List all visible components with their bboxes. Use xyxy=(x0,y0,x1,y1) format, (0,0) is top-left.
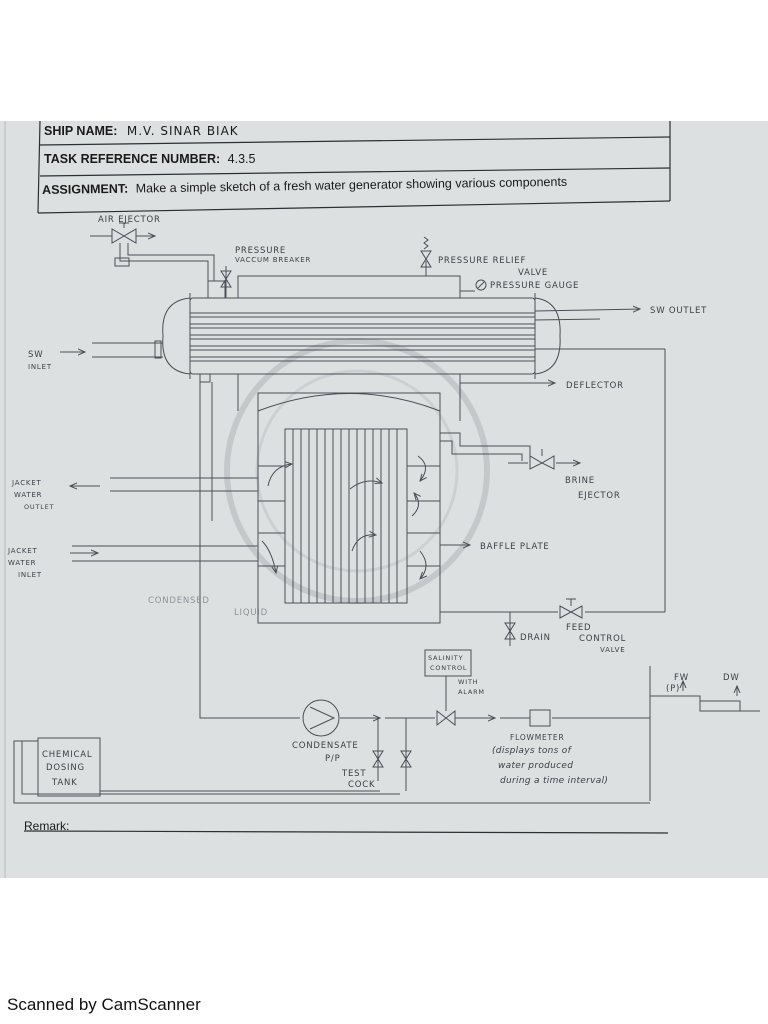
flow-arrows xyxy=(261,455,426,579)
label-dosing: DOSING xyxy=(46,763,85,773)
label-drain: DRAIN xyxy=(520,633,551,643)
label-sw-outlet: SW OUTLET xyxy=(650,306,707,316)
sw-outlet-pipe xyxy=(534,309,640,321)
condensate-outlet xyxy=(199,373,211,383)
label-jacket-2: JACKET xyxy=(7,547,38,555)
pressure-gauge xyxy=(475,279,487,291)
label-pressure-relief: PRESSURE RELIEF xyxy=(438,256,526,266)
flowmeter xyxy=(529,709,551,727)
salinity-control-box xyxy=(424,649,472,677)
label-fw: FW xyxy=(674,673,689,683)
label-vaccum-breaker: VACCUM BREAKER xyxy=(235,256,311,264)
label-baffle-plate: BAFFLE PLATE xyxy=(480,542,550,552)
label-chemical: CHEMICAL xyxy=(42,750,92,760)
label-air-ejector: AIR EJECTOR xyxy=(98,215,161,225)
label-fw-p: (P) xyxy=(666,684,680,694)
label-deflector: DEFLECTOR xyxy=(566,381,624,391)
label-flow-note-3: during a time interval) xyxy=(500,776,608,786)
top-manifold xyxy=(237,275,461,298)
label-pressure-gauge: PRESSURE GAUGE xyxy=(490,281,579,291)
ship-name-row: SHIP NAME: M.V. SINAR BIAK xyxy=(44,124,239,138)
remark-label: Remark: xyxy=(24,819,70,833)
vacuum-breaker-valve xyxy=(220,266,232,298)
scanner-watermark: Scanned by CamScanner xyxy=(7,995,201,1014)
label-salinity: SALINITY xyxy=(428,654,463,662)
label-feed: FEED xyxy=(566,623,591,633)
baffle-plates xyxy=(258,465,440,567)
label-inlet: INLET xyxy=(28,363,52,371)
label-tank: TANK xyxy=(51,778,77,788)
label-feed-valve: VALVE xyxy=(600,646,625,654)
label-valve: VALVE xyxy=(518,268,548,278)
air-ejector xyxy=(90,222,215,281)
dosing-line xyxy=(13,740,650,804)
label-alarm: ALARM xyxy=(458,688,485,696)
fresh-water-generator-sketch: AIR EJECTOR PRESSURE VACCUM BREAKER PRES… xyxy=(4,121,760,878)
task-reference-row: TASK REFERENCE NUMBER: 4.3.5 xyxy=(44,152,255,166)
jacket-water-inlet-pipe xyxy=(70,545,258,562)
drain-valve xyxy=(504,612,516,646)
label-condensate: CONDENSATE xyxy=(292,741,359,751)
condensate-pump xyxy=(302,699,340,737)
label-ejector: EJECTOR xyxy=(578,491,621,501)
condensate-line xyxy=(199,382,650,718)
label-salinity-control: CONTROL xyxy=(430,664,467,672)
task-reference-label: TASK REFERENCE NUMBER: xyxy=(44,152,221,166)
label-brine: BRINE xyxy=(565,476,595,486)
label-flow-note-1: (displays tons of xyxy=(492,746,573,756)
label-jacket-1: JACKET xyxy=(11,479,42,487)
salinity-solenoid-valve xyxy=(436,676,456,727)
condenser-tubes xyxy=(190,312,535,362)
label-dw: DW xyxy=(723,673,740,683)
jacket-water-outlet-pipe xyxy=(70,477,258,492)
label-control: CONTROL xyxy=(579,634,626,644)
evaporator-vessel xyxy=(257,392,441,624)
test-cock xyxy=(372,718,384,781)
air-outlet-nozzle xyxy=(207,280,226,298)
label-pressure: PRESSURE xyxy=(235,246,286,256)
brine-ejector xyxy=(440,432,580,470)
vessel-neck xyxy=(237,374,461,421)
ship-name-value: M.V. SINAR BIAK xyxy=(126,124,239,138)
chemical-dosing-tank xyxy=(37,737,101,797)
evaporator-tube-bundle xyxy=(284,428,408,604)
return-valve xyxy=(400,718,412,791)
label-cock: COCK xyxy=(348,780,375,790)
label-condensed: CONDENSED xyxy=(148,596,210,606)
label-outlet: OUTLET xyxy=(24,503,54,511)
label-with: WITH xyxy=(458,678,478,686)
label-test: TEST xyxy=(341,769,366,779)
deflector-plate xyxy=(257,393,441,412)
label-water-1: WATER xyxy=(14,491,42,499)
label-sw: SW xyxy=(28,350,43,360)
ship-name-label: SHIP NAME: xyxy=(44,124,118,138)
feed-water-line xyxy=(440,348,666,613)
form-table-lines xyxy=(4,121,671,878)
feed-control-valve xyxy=(559,598,583,619)
pressure-relief-valve xyxy=(420,236,432,268)
fw-dw-branches xyxy=(649,666,760,801)
task-reference-value: 4.3.5 xyxy=(227,152,256,166)
label-flow-note-2: water produced xyxy=(498,761,573,771)
scanned-page: SHIP NAME: M.V. SINAR BIAK TASK REFERENC… xyxy=(0,121,768,878)
sw-inlet-pipe xyxy=(60,340,163,359)
label-liquid: LIQUID xyxy=(234,608,268,618)
label-inlet-2: INLET xyxy=(18,571,42,579)
condenser-shell xyxy=(162,293,561,379)
label-flowmeter: FLOWMETER xyxy=(510,733,565,742)
label-pp: P/P xyxy=(325,754,341,764)
label-water-2: WATER xyxy=(8,559,36,567)
